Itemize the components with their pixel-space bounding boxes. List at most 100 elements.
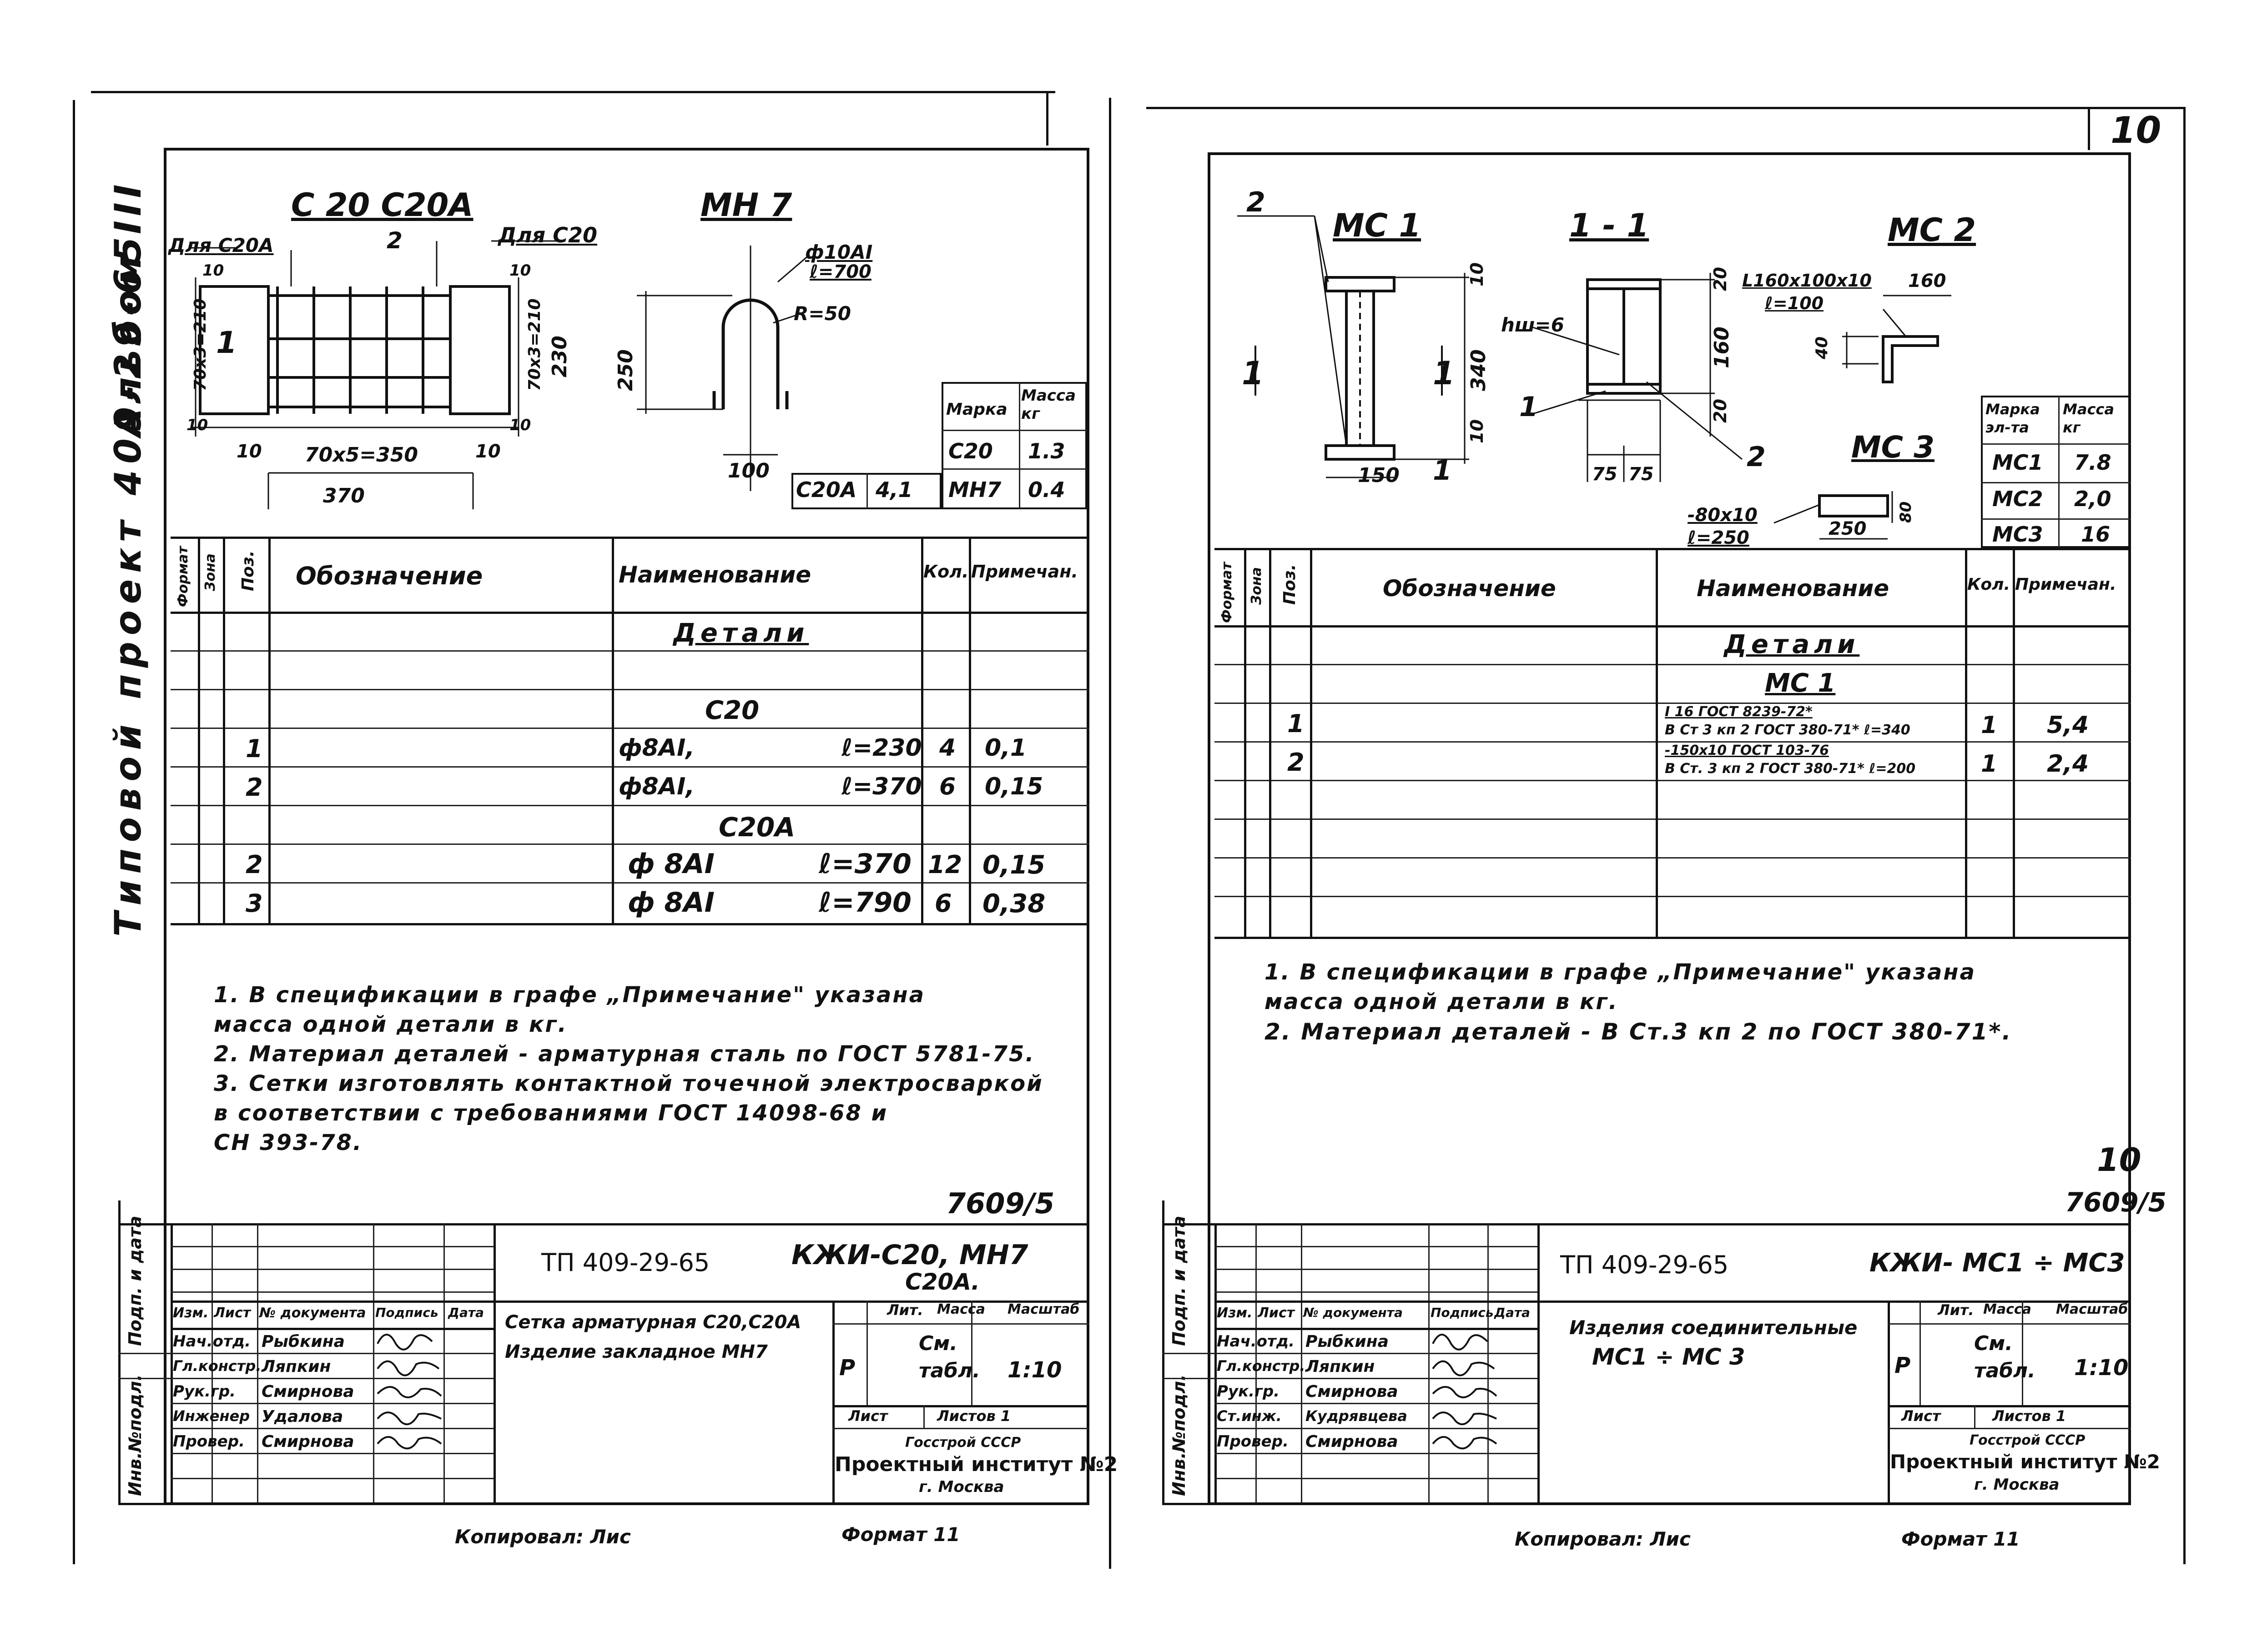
- left-tb-sheet-label: Лист: [848, 1407, 888, 1425]
- left-tb-mass-label: Масса: [937, 1301, 985, 1317]
- left-border: [73, 100, 75, 1564]
- left-spec-row3-len: ℓ=370: [819, 848, 912, 880]
- mc1-sect-2: 1: [1433, 355, 1455, 392]
- left-mass-c20a-label: С20А: [796, 477, 857, 502]
- left-tb-head-doc: № документа: [259, 1305, 366, 1321]
- c20-dim-10d: 10: [509, 416, 531, 434]
- right-spec-row2-note: 2,4: [2047, 750, 2089, 778]
- right-tb-org-2: Проектный институт №2: [1890, 1451, 2161, 1473]
- left-spec-row2-name: ф8АI,: [619, 773, 695, 800]
- right-tb-mark: КЖИ- МС1 ÷ МС3: [1869, 1248, 2125, 1278]
- c20-dim-10a: 10: [202, 261, 224, 280]
- top-border-tick-left: [1046, 91, 1048, 146]
- section-dim-75b: 75: [1628, 464, 1654, 485]
- right-mass-header-mark: Марка эл-та: [1985, 401, 2040, 436]
- mc2-length: ℓ=100: [1765, 293, 1824, 313]
- left-spec-row4-note: 0,38: [982, 889, 1046, 919]
- right-mass-row2-mark: МС2: [1992, 487, 2043, 511]
- right-tb-staff-4-role: Ст.инж.: [1217, 1407, 1282, 1425]
- top-border-left: [91, 91, 1055, 93]
- left-note-line-6: СН 393-78.: [214, 1130, 363, 1155]
- left-spec-row1-qty: 4: [939, 734, 956, 762]
- left-tb-lit-label: Лит.: [887, 1301, 923, 1319]
- page-number: 10: [2111, 109, 2161, 151]
- mc1-pos-1: 1: [1433, 455, 1452, 487]
- left-tb-head-list: Лист: [214, 1305, 251, 1321]
- right-mass-row3-mark: МС3: [1992, 522, 2043, 547]
- right-inv-number: 7609/5: [2065, 1187, 2166, 1218]
- right-border: [2183, 109, 2186, 1564]
- left-spec-row3-note: 0,15: [982, 850, 1046, 880]
- right-note-line-2: масса одной детали в кг.: [1265, 989, 1618, 1014]
- right-tb-staff-2-name: Ляпкин: [1305, 1357, 1375, 1376]
- right-tb-staff-3-role: Рук.гр.: [1217, 1382, 1280, 1401]
- c20-pos-2: 2: [387, 227, 403, 254]
- right-footer-format: Формат 11: [1901, 1528, 2020, 1550]
- right-side-label-signdate: Подп. и дата: [1169, 1215, 1189, 1346]
- right-spec-sub-title: МС 1: [1765, 668, 1836, 698]
- left-tb-mark2: С20А.: [905, 1269, 980, 1295]
- left-tb-staff-1-role: Нач.отд.: [173, 1332, 251, 1351]
- left-spec-row2-qty: 6: [939, 773, 956, 800]
- right-note-line-1: 1. В спецификации в графе „Примечание" у…: [1265, 959, 1976, 985]
- left-tb-scale: 1:10: [1008, 1357, 1062, 1383]
- c20-dim-10c: 10: [186, 416, 208, 434]
- left-mass-row1-mark: С20: [948, 439, 993, 463]
- right-spec-section-title: Детали: [1724, 630, 1860, 659]
- right-side-label-inv: Инв.№подл.: [1169, 1374, 1189, 1496]
- left-tb-desc-1: Сетка арматурная С20,С20А: [505, 1312, 801, 1333]
- section-pos-2: 2: [1747, 441, 1766, 473]
- mc3-plate: -80х10: [1688, 505, 1758, 526]
- right-mass-row1-mass: 7.8: [2074, 450, 2111, 475]
- left-tb-staff-5-role: Провер.: [173, 1432, 245, 1451]
- right-footer-copied: Копировал: Лис: [1515, 1528, 1691, 1550]
- right-spec-row1-name2: В Ст 3 кп 2 ГОСТ 380-71* ℓ=340: [1665, 722, 1910, 738]
- right-spec-row1-pos: 1: [1287, 709, 1305, 738]
- right-tb-staff-1-name: Рыбкина: [1305, 1332, 1389, 1351]
- mc2-title: МС 2: [1888, 211, 1976, 249]
- c20-dim-370: 370: [323, 484, 365, 507]
- section-pos-1: 1: [1519, 391, 1538, 423]
- c20-dim-70x5: 70х5=350: [305, 443, 418, 467]
- right-tb-head-list: Лист: [1258, 1305, 1295, 1321]
- left-spec-sub1-title: С20: [705, 696, 760, 725]
- left-note-line-5: в соответствии с требованиями ГОСТ 14098…: [214, 1100, 888, 1126]
- mc1-sect: 1: [1242, 355, 1264, 392]
- right-tb-org-1: Госстрой СССР: [1970, 1432, 2086, 1448]
- mn7-length: ℓ=700: [810, 261, 872, 282]
- right-tb-staff-2-role: Гл.констр.: [1217, 1357, 1305, 1375]
- left-tb-scale-label: Масштаб: [1008, 1301, 1080, 1317]
- left-footer-copied: Копировал: Лис: [455, 1526, 631, 1548]
- right-inv-number-top: 10: [2097, 1141, 2141, 1179]
- left-spec-sub2-title: С20А: [719, 812, 796, 843]
- right-tb-scale: 1:10: [2074, 1355, 2129, 1381]
- left-spec-row4-qty: 6: [935, 889, 952, 918]
- right-spec-row2-name2: В Ст. 3 кп 2 ГОСТ 380-71* ℓ=200: [1665, 761, 1916, 777]
- mn7-radius: R=50: [794, 302, 851, 325]
- left-spec-row2-note: 0,15: [985, 773, 1043, 800]
- left-tb-sheets-label: Листов 1: [937, 1407, 1011, 1425]
- left-mass-header-mass: Масса кг: [1021, 387, 1076, 423]
- mc1-pos-2: 2: [1246, 186, 1265, 218]
- right-tb-head-izm: Изм.: [1217, 1305, 1253, 1321]
- left-tb-staff-4-name: Удалова: [262, 1407, 343, 1426]
- right-tb-head-date: Дата: [1494, 1305, 1530, 1320]
- right-spec-row2-qty: 1: [1981, 750, 1998, 778]
- top-border-tick-right: [2088, 109, 2090, 150]
- left-spec-row1-len: ℓ=230: [841, 734, 922, 762]
- left-tb-staff-3-name: Смирнова: [262, 1382, 354, 1401]
- right-spec-row2-pos: 2: [1287, 748, 1305, 777]
- right-mass-row2-mass: 2,0: [2074, 487, 2111, 511]
- center-fold-line: [1109, 98, 1111, 1569]
- right-tb-code: ТП 409-29-65: [1560, 1250, 1729, 1279]
- right-tb-desc-1: Изделия соединительные: [1569, 1316, 1858, 1339]
- section-weld: hш=6: [1501, 314, 1564, 336]
- left-tb-staff-1-name: Рыбкина: [262, 1332, 345, 1351]
- left-tb-mark: КЖИ-С20, МН7: [791, 1239, 1028, 1271]
- left-tb-org-1: Госстрой СССР: [905, 1435, 1021, 1451]
- right-tb-staff-1-role: Нач.отд.: [1217, 1332, 1295, 1351]
